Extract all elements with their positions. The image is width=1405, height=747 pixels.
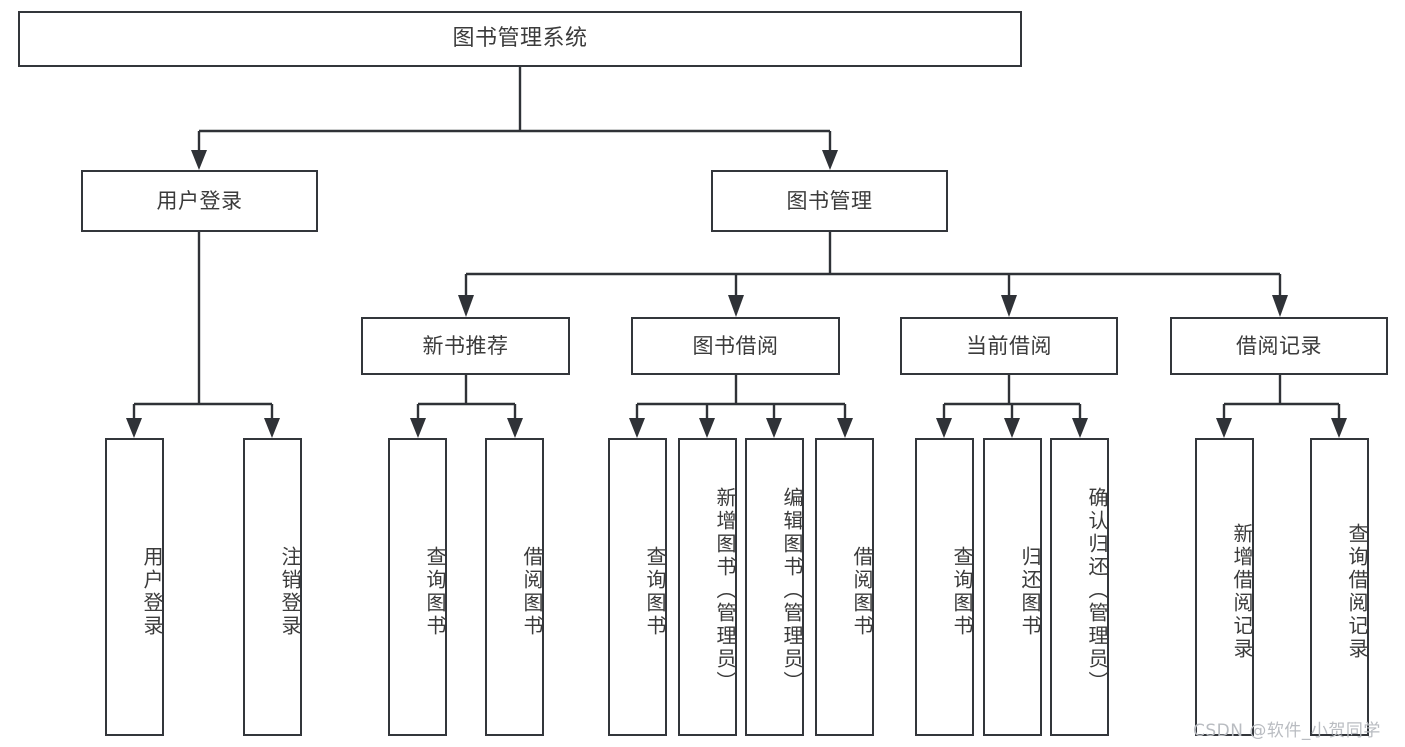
leaf-edit-book-admin[interactable]: 编辑图书（管理员） — [745, 438, 804, 736]
node-user-login[interactable]: 用户登录 — [81, 170, 318, 232]
leaf-add-borrow-record[interactable]: 新增借阅记录 — [1195, 438, 1254, 736]
node-label: 新增借阅记录 — [1230, 523, 1254, 661]
node-label: 确认归还（管理员） — [1085, 486, 1109, 694]
node-current-borrow[interactable]: 当前借阅 — [900, 317, 1118, 375]
node-label: 借阅记录 — [1236, 333, 1322, 358]
leaf-query-book-borrow[interactable]: 查询图书 — [608, 438, 667, 736]
leaf-query-book-recommend[interactable]: 查询图书 — [388, 438, 447, 736]
node-label: 用户登录 — [140, 546, 164, 638]
node-root-book-management-system[interactable]: 图书管理系统 — [18, 11, 1022, 67]
node-label: 归还图书 — [1018, 546, 1042, 638]
leaf-logout[interactable]: 注销登录 — [243, 438, 302, 736]
leaf-add-book-admin[interactable]: 新增图书（管理员） — [678, 438, 737, 736]
node-label: 当前借阅 — [966, 333, 1052, 358]
leaf-query-borrow-record[interactable]: 查询借阅记录 — [1310, 438, 1369, 736]
leaf-borrow-book-recommend[interactable]: 借阅图书 — [485, 438, 544, 736]
leaf-confirm-return-admin[interactable]: 确认归还（管理员） — [1050, 438, 1109, 736]
leaf-return-book[interactable]: 归还图书 — [983, 438, 1042, 736]
node-label: 查询图书 — [423, 546, 447, 638]
leaf-query-book-current[interactable]: 查询图书 — [915, 438, 974, 736]
csdn-watermark: CSDN @软件_小贺同学 — [1193, 721, 1381, 741]
node-label: 查询图书 — [950, 546, 974, 638]
leaf-user-login[interactable]: 用户登录 — [105, 438, 164, 736]
node-label: 查询图书 — [643, 546, 667, 638]
leaf-borrow-book[interactable]: 借阅图书 — [815, 438, 874, 736]
node-borrow-record[interactable]: 借阅记录 — [1170, 317, 1388, 375]
node-label: 借阅图书 — [520, 546, 544, 638]
node-label: 注销登录 — [278, 546, 302, 638]
node-label: 图书借阅 — [692, 333, 779, 358]
node-label: 新增图书（管理员） — [713, 486, 737, 694]
node-label: 编辑图书（管理员） — [780, 486, 804, 694]
node-book-borrow[interactable]: 图书借阅 — [631, 317, 840, 375]
node-label: 查询借阅记录 — [1345, 523, 1369, 661]
node-book-management[interactable]: 图书管理 — [711, 170, 948, 232]
node-label: 图书管理系统 — [452, 25, 588, 51]
node-label: 用户登录 — [156, 188, 243, 213]
node-new-book-recommend[interactable]: 新书推荐 — [361, 317, 570, 375]
node-label: 借阅图书 — [850, 546, 874, 638]
node-label: 新书推荐 — [422, 333, 509, 358]
node-label: 图书管理 — [786, 188, 873, 213]
